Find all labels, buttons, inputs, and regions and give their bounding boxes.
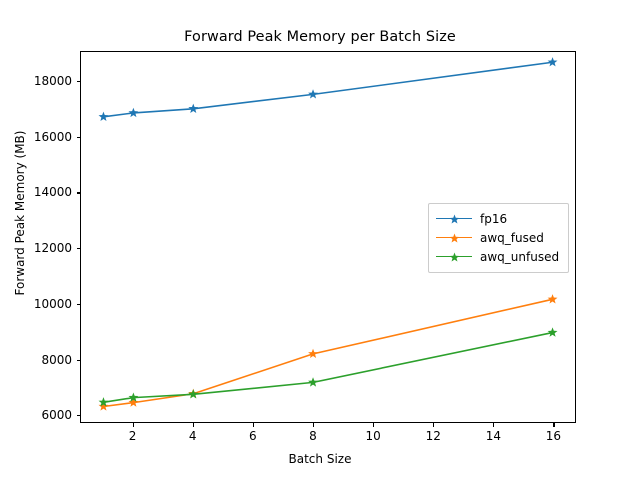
x-tick-mark xyxy=(192,423,194,427)
x-tick-label: 12 xyxy=(425,429,441,443)
x-tick-mark xyxy=(252,423,254,427)
x-axis-label: Batch Size xyxy=(288,452,352,466)
star-icon xyxy=(449,233,460,243)
series-line xyxy=(103,61,553,118)
y-tick-label: 16000 xyxy=(33,129,72,144)
y-tick-mark xyxy=(76,359,80,361)
y-tick-label: 6000 xyxy=(41,408,72,423)
data-point-marker xyxy=(308,377,318,387)
y-tick-mark xyxy=(76,303,80,305)
data-point-marker xyxy=(98,111,109,121)
x-tick-mark xyxy=(373,423,375,427)
x-tick-label: 14 xyxy=(485,429,501,443)
series-layer xyxy=(98,57,558,411)
star-icon xyxy=(449,252,460,262)
data-point-marker xyxy=(188,103,199,113)
y-tick-label: 12000 xyxy=(33,241,72,256)
legend-swatch xyxy=(436,231,472,245)
plot-area xyxy=(80,51,576,423)
legend-item-awq_fused[interactable]: awq_fused xyxy=(436,228,559,247)
y-tick-label: 8000 xyxy=(41,352,72,367)
data-point-marker xyxy=(547,57,558,67)
x-tick-mark xyxy=(553,423,555,427)
data-point-marker xyxy=(128,397,139,407)
x-tick-mark xyxy=(433,423,435,427)
x-tick-label: 2 xyxy=(128,429,137,443)
y-tick-label: 10000 xyxy=(33,296,72,311)
y-tick-label: 18000 xyxy=(33,74,72,89)
series-awq_unfused xyxy=(98,327,558,407)
legend-label: fp16 xyxy=(480,211,508,226)
data-point-marker xyxy=(128,392,139,402)
legend-item-awq_unfused[interactable]: awq_unfused xyxy=(436,247,559,266)
data-point-marker xyxy=(128,107,139,118)
x-tick-label: 10 xyxy=(365,429,381,443)
series-awq_fused xyxy=(98,294,558,411)
y-tick-mark xyxy=(76,81,80,83)
y-tick-mark xyxy=(76,192,80,194)
x-tick-label: 6 xyxy=(249,429,257,443)
data-point-marker xyxy=(308,89,318,99)
data-point-marker xyxy=(547,327,558,337)
data-point-marker xyxy=(547,294,558,304)
star-icon xyxy=(449,214,460,224)
legend: fp16 awq_fused awq_unfused xyxy=(428,203,570,273)
legend-label: awq_unfused xyxy=(480,249,560,264)
series-line xyxy=(103,331,553,404)
x-tick-mark xyxy=(493,423,495,427)
series-line xyxy=(103,298,553,408)
legend-swatch xyxy=(436,250,472,264)
legend-swatch xyxy=(436,212,472,226)
series-fp16 xyxy=(98,57,558,121)
page-title: Forward Peak Memory per Batch Size xyxy=(184,29,456,45)
y-tick-label: 14000 xyxy=(33,185,72,200)
x-tick-label: 4 xyxy=(188,429,197,443)
x-tick-mark xyxy=(312,423,315,427)
y-tick-mark xyxy=(76,248,80,250)
y-tick-mark xyxy=(76,136,80,138)
data-point-marker xyxy=(308,348,318,359)
y-tick-mark xyxy=(76,415,80,417)
x-tick-mark xyxy=(132,423,134,427)
x-tick-label: 8 xyxy=(309,429,317,443)
legend-item-fp16[interactable]: fp16 xyxy=(436,209,559,228)
legend-label: awq_fused xyxy=(480,230,544,245)
data-point-marker xyxy=(98,401,109,411)
x-tick-label: 16 xyxy=(545,429,562,443)
data-point-marker xyxy=(188,389,199,399)
data-point-marker xyxy=(98,397,109,407)
